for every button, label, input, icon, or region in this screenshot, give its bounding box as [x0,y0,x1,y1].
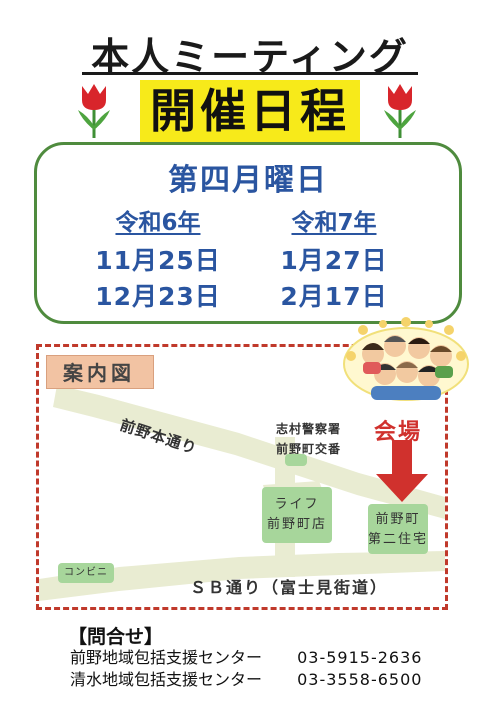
road-sb-label: ＳＢ通り（富士見街道） [190,578,389,597]
schedule-date: 2月17日 [280,282,388,311]
contact-row: 清水地域包括支援センター 03-3558-6500 [70,666,422,690]
store-label: ライフ [274,497,320,512]
schedule-column-r6: 令和6年 11月25日 12月23日 [73,203,243,315]
people-crowd-icon [343,317,469,401]
schedule-date: 1月27日 [280,246,388,275]
arrow-down-icon [376,440,428,502]
store-block: ライフ 前野町店 [262,487,332,543]
map-frame [36,344,448,610]
convenience-block: コンビニ [58,563,114,583]
title-underline [82,72,418,75]
contact-tel: 03-3558-6500 [297,670,423,689]
convenience-label: コンビニ [64,567,108,578]
tulip-right-icon [384,84,416,138]
police-box-block [285,454,307,466]
venue-label-text: 前野町 [375,512,421,527]
contact-name: 清水地域包括支援センター [70,670,263,689]
contact-tel: 03-5915-2636 [297,648,423,667]
police-label: 前野町交番 [276,442,342,456]
schedule-column-r7: 令和7年 1月27日 2月17日 [249,203,419,315]
map-label: 案内図 [63,361,135,385]
venue-label-text: 第二住宅 [368,532,429,547]
subtitle-wrap: 開催日程 [0,80,500,142]
page-subtitle: 開催日程 [140,80,360,142]
schedule-box: 第四月曜日 令和6年 11月25日 12月23日 令和7年 1月27日 2月17… [34,142,462,324]
police-label: 志村警察署 [276,422,342,436]
schedule-date: 11月25日 [95,246,221,275]
contact-heading: 【問合せ】 [68,626,164,648]
map-label-box [46,355,154,389]
contact-row: 前野地域包括支援センター 03-5915-2636 [70,644,422,668]
schedule-year: 令和7年 [291,210,377,236]
schedule-year: 令和6年 [115,210,201,236]
schedule-heading: 第四月曜日 [168,163,328,198]
store-label: 前野町店 [266,517,327,532]
schedule-date: 12月23日 [95,282,221,311]
contact-name: 前野地域包括支援センター [70,648,263,667]
venue-block: 前野町 第二住宅 [368,504,428,554]
page-title: 本人ミーティング [91,35,409,79]
tulip-left-icon [78,84,110,138]
